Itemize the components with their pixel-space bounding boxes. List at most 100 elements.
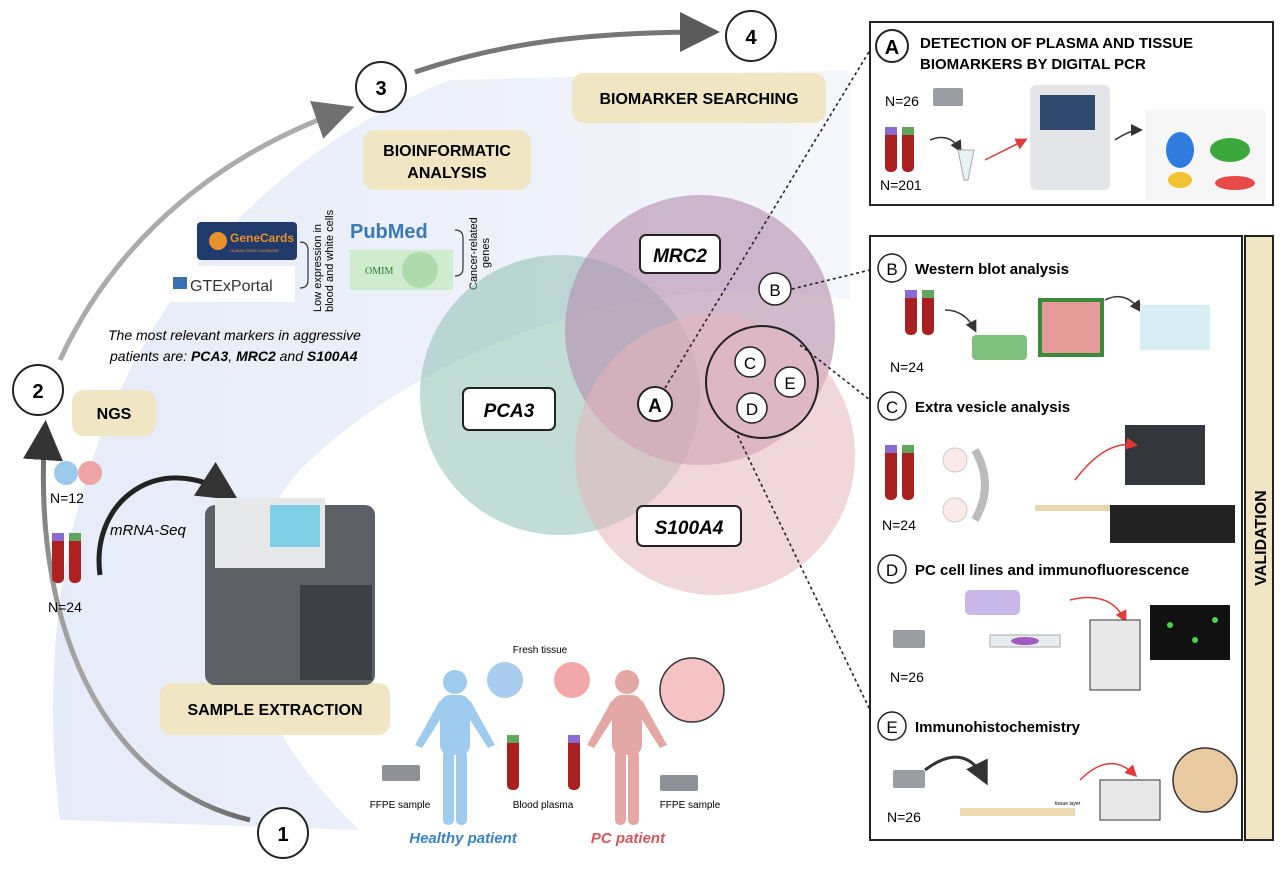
stage-bioinformatic-analysis: BIOINFORMATIC ANALYSIS xyxy=(363,130,531,190)
pc-patient-label: PC patient xyxy=(591,830,666,847)
svg-text:4: 4 xyxy=(745,27,757,49)
svg-text:SAMPLE EXTRACTION: SAMPLE EXTRACTION xyxy=(187,702,362,719)
svg-text:HUMAN GENE DATABASE: HUMAN GENE DATABASE xyxy=(230,248,279,253)
svg-text:C: C xyxy=(744,354,756,373)
fresh-tissue-label: Fresh tissue xyxy=(513,645,568,656)
ffpe-right-icon xyxy=(660,775,698,791)
section-e: E Immunohistochemistry N=26 tissue layer xyxy=(877,711,1238,825)
svg-text:BIOINFORMATIC: BIOINFORMATIC xyxy=(383,143,511,160)
venn-label-s100a4: S100A4 xyxy=(636,505,742,547)
validation-label-bar: VALIDATION xyxy=(1244,235,1274,841)
fresh-tissue-healthy-icon xyxy=(487,662,523,698)
svg-text:3: 3 xyxy=(375,78,386,100)
step-2: 2 xyxy=(12,364,64,416)
conclusion-line-2: patients are: PCA3, MRC2 and S100A4 xyxy=(109,348,358,364)
bracket-right xyxy=(454,229,464,277)
venn-point-b: B xyxy=(758,272,792,306)
venn-point-d: D xyxy=(736,392,768,424)
svg-text:PubMed: PubMed xyxy=(350,221,428,243)
bracket-left-label: Low expression in xyxy=(312,224,324,312)
svg-text:1: 1 xyxy=(277,824,288,846)
svg-text:B: B xyxy=(886,260,897,279)
svg-text:D: D xyxy=(886,561,898,580)
bracket-right-label-2: genes xyxy=(480,238,492,268)
svg-text:E: E xyxy=(784,374,795,393)
ngs-arrow xyxy=(96,461,239,576)
svg-text:N=26: N=26 xyxy=(887,809,921,825)
svg-text:NGS: NGS xyxy=(97,406,132,423)
venn-diagram: MRC2 PCA3 S100A4 A B C D E xyxy=(420,195,855,595)
venn-cde-group xyxy=(705,325,819,439)
svg-text:VALIDATION: VALIDATION xyxy=(1253,490,1270,585)
section-d: D PC cell lines and immunofluorescence N… xyxy=(877,554,1230,691)
blood-plasma-label: Blood plasma xyxy=(513,800,574,811)
ngs-method: mRNA-Seq xyxy=(110,522,187,539)
tissue-cells-icon xyxy=(54,461,102,485)
svg-text:Extra vesicle analysis: Extra vesicle analysis xyxy=(915,399,1070,416)
pc-body-icon xyxy=(587,670,667,825)
dotted-connectors xyxy=(664,49,871,711)
fresh-tissue-pc-icon xyxy=(554,662,590,698)
healthy-patient-label: Healthy patient xyxy=(409,830,518,847)
ngs-n-tissue: N=12 xyxy=(50,490,84,506)
omim-logo: OMIM xyxy=(350,250,453,290)
ffpe-right-label: FFPE sample xyxy=(660,800,721,811)
tumor-magnified-icon xyxy=(659,657,725,723)
venn-point-c: C xyxy=(734,346,766,378)
stage-biomarker-searching: BIOMARKER SEARCHING xyxy=(572,73,826,123)
svg-text:Immunohistochemistry: Immunohistochemistry xyxy=(915,719,1081,736)
stage-sample-extraction: SAMPLE EXTRACTION xyxy=(160,683,390,735)
svg-text:B: B xyxy=(769,281,780,300)
venn-label-mrc2: MRC2 xyxy=(639,234,721,274)
svg-text:N=26: N=26 xyxy=(885,93,919,109)
svg-text:E: E xyxy=(886,718,897,737)
svg-text:PCA3: PCA3 xyxy=(484,401,535,422)
svg-text:N=26: N=26 xyxy=(890,669,924,685)
svg-text:N=24: N=24 xyxy=(890,359,924,375)
svg-text:A: A xyxy=(648,396,662,417)
gtex-logo: GTExPortal xyxy=(167,266,295,302)
blood-tubes-icon xyxy=(52,533,81,583)
section-c: C Extra vesicle analysis N=24 xyxy=(877,391,1235,543)
svg-text:C: C xyxy=(886,398,898,417)
venn-label-pca3: PCA3 xyxy=(462,387,556,431)
svg-text:PC cell lines and immunofluore: PC cell lines and immunofluorescence xyxy=(915,562,1189,579)
healthy-body-icon xyxy=(415,670,495,825)
venn-point-a: A xyxy=(637,386,673,422)
svg-text:A: A xyxy=(885,37,899,59)
venn-point-e: E xyxy=(774,366,806,398)
svg-text:Western blot analysis: Western blot analysis xyxy=(915,261,1069,278)
svg-text:D: D xyxy=(746,400,758,419)
svg-text:MRC2: MRC2 xyxy=(653,246,707,267)
svg-text:BIOMARKERS BY DIGITAL PCR: BIOMARKERS BY DIGITAL PCR xyxy=(920,56,1146,73)
progress-arc xyxy=(23,12,720,823)
svg-text:ANALYSIS: ANALYSIS xyxy=(407,165,487,182)
svg-text:N=24: N=24 xyxy=(882,517,916,533)
step-4: 4 xyxy=(725,10,777,62)
svg-text:N=201: N=201 xyxy=(880,177,922,193)
ffpe-left-icon xyxy=(382,765,420,781)
svg-text:OMIM: OMIM xyxy=(365,266,393,277)
stage-ngs: NGS xyxy=(72,390,156,436)
bracket-right-label: Cancer-related xyxy=(468,217,480,290)
step-1: 1 xyxy=(257,807,309,859)
svg-text:2: 2 xyxy=(32,381,43,403)
step-3: 3 xyxy=(355,61,407,113)
ngs-n-blood: N=24 xyxy=(48,599,82,615)
svg-text:S100A4: S100A4 xyxy=(655,518,724,539)
sequencer-icon xyxy=(205,498,375,685)
blood-plasma-tubes-icon xyxy=(507,735,580,790)
conclusion-line-1: The most relevant markers in aggressive xyxy=(108,327,361,343)
svg-text:BIOMARKER SEARCHING: BIOMARKER SEARCHING xyxy=(599,91,798,108)
svg-text:GeneCards: GeneCards xyxy=(230,231,294,245)
ffpe-left-label: FFPE sample xyxy=(370,800,431,811)
section-b: B Western blot analysis N=24 xyxy=(877,253,1210,375)
svg-text:tissue layer: tissue layer xyxy=(1055,801,1081,807)
bracket-left-label-2: blood and white cells xyxy=(324,209,336,312)
bracket-left xyxy=(299,241,309,289)
pubmed-logo: PubMed xyxy=(350,221,428,243)
panel-a: A DETECTION OF PLASMA AND TISSUE BIOMARK… xyxy=(869,21,1274,206)
svg-text:GTExPortal: GTExPortal xyxy=(190,278,273,295)
